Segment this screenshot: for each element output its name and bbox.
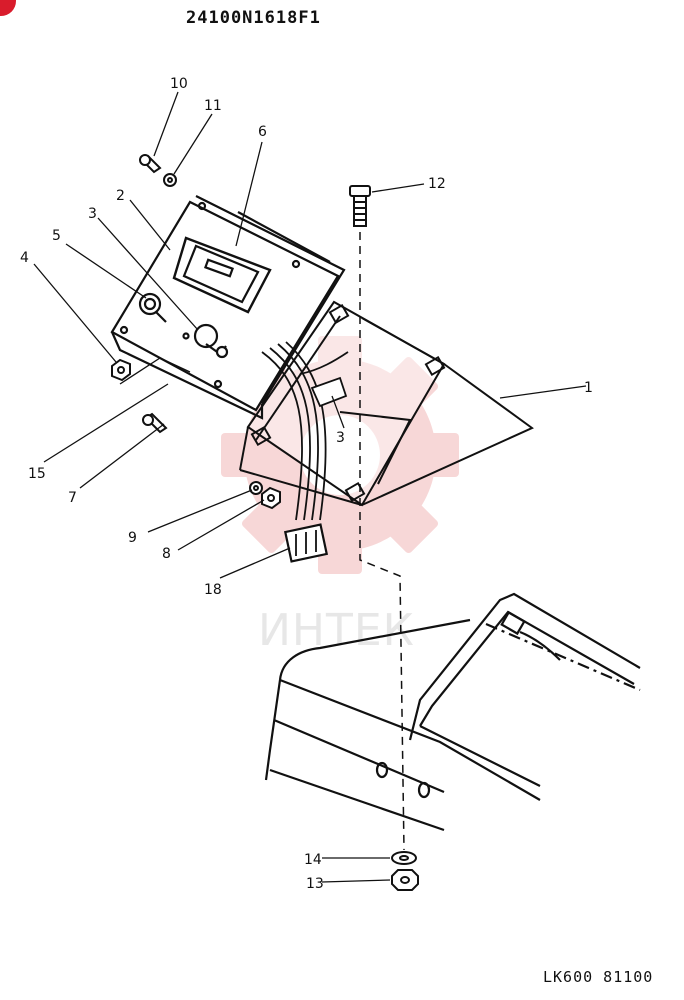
watermark-text: ИНТЕК <box>258 605 415 656</box>
callout-2: 2 <box>116 188 125 204</box>
fasteners <box>111 154 419 891</box>
callout-11: 11 <box>204 98 222 114</box>
callout-1: 1 <box>584 380 593 396</box>
callout-3b: 3 <box>336 430 345 446</box>
callout-15: 15 <box>28 466 46 482</box>
callout-13: 13 <box>306 876 324 892</box>
callout-9: 9 <box>128 530 137 546</box>
callout-3: 3 <box>88 206 97 222</box>
callout-14: 14 <box>304 852 322 868</box>
document-reference: LK600 81100 <box>543 968 654 986</box>
callout-7: 7 <box>68 490 77 506</box>
vehicle-body <box>264 592 641 832</box>
callout-12: 12 <box>428 176 446 192</box>
callout-8: 8 <box>162 546 171 562</box>
wire-harness <box>261 341 349 563</box>
assembly-centerline <box>359 232 405 851</box>
callout-18: 18 <box>204 582 222 598</box>
callout-10: 10 <box>170 76 188 92</box>
callout-5: 5 <box>52 228 61 244</box>
watermark-gear-icon <box>221 336 459 574</box>
leader-lines <box>33 91 587 883</box>
callout-4: 4 <box>20 250 29 266</box>
callout-labels: 10 11 6 12 2 3 5 4 1 3 15 7 9 8 18 14 13 <box>20 76 593 892</box>
callout-6: 6 <box>258 124 267 140</box>
part-number: 24100N1618F1 <box>186 8 321 28</box>
